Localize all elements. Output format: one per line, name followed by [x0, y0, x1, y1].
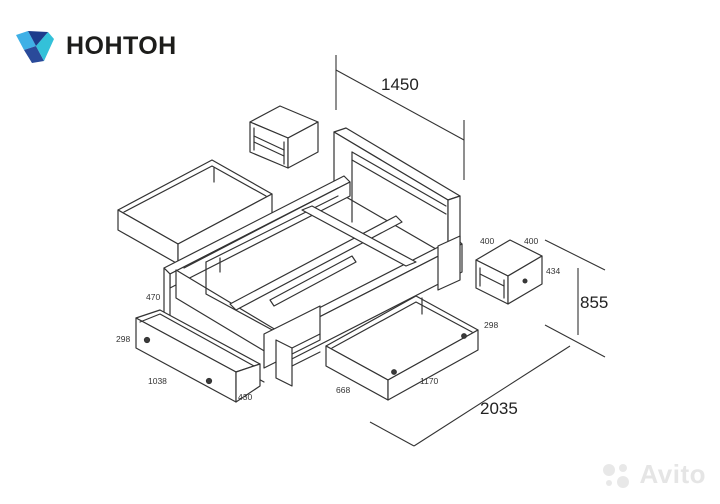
avito-watermark: Avito — [599, 459, 706, 490]
dim-bed-height: 855 — [544, 239, 608, 335]
brand-header: НОНТОН — [14, 26, 177, 66]
dim-label-bed-height: 855 — [580, 293, 608, 312]
dim-label-drawer-left-height: 298 — [116, 334, 130, 344]
dim-label-nightstand-width: 400 — [480, 236, 494, 246]
watermark-text: Avito — [639, 459, 706, 489]
nightstand-top — [249, 105, 319, 169]
dim-label-bed-length: 2035 — [480, 399, 518, 418]
bed-frame — [163, 175, 463, 387]
brand-name: НОНТОН — [66, 31, 177, 60]
dim-label-drawer-right-length: 1170 — [420, 376, 439, 386]
nightstand-right: 400 400 434 — [475, 236, 560, 305]
dim-bed-length: 2035 — [369, 324, 606, 447]
drawer-right: 298 668 1170 — [325, 295, 498, 401]
drawer-left: 298 1038 430 — [116, 309, 261, 403]
cube-logo-icon — [16, 31, 54, 63]
dim-label-drawer-left-length: 1038 — [148, 376, 167, 386]
avito-dots-icon — [603, 463, 630, 488]
dim-label-frame-height: 470 — [146, 292, 160, 302]
dim-label-drawer-left-width: 430 — [238, 392, 252, 402]
dim-label-drawer-right-height: 298 — [484, 320, 498, 330]
dim-label-nightstand-height: 434 — [546, 266, 560, 276]
dim-label-nightstand-depth: 400 — [524, 236, 538, 246]
dim-label-drawer-right-width: 668 — [336, 385, 350, 395]
dim-bed-width: 1450 — [335, 55, 465, 180]
dim-label-bed-width: 1450 — [381, 75, 419, 94]
drawer-upper-left — [117, 159, 273, 265]
